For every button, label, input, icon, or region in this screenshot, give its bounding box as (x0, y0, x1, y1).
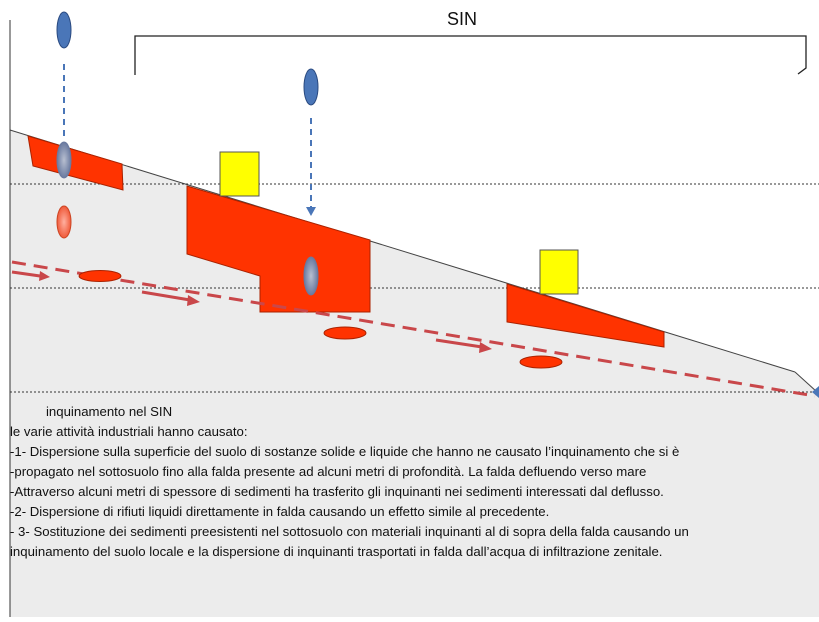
infiltrating-drop (56, 141, 72, 179)
caption-line: -1- Dispersione sulla superficie del suo… (10, 444, 680, 459)
building-2 (539, 249, 579, 295)
contaminant-plume (78, 270, 122, 282)
sin-label: SIN (447, 9, 478, 29)
caption-line: -2- Dispersione di rifiuti liquidi diret… (10, 504, 550, 519)
contaminant-zone-1 (27, 135, 124, 191)
groundwater-flow-arrow (435, 338, 492, 353)
contaminant-plume (519, 355, 563, 369)
rain-drop-icon (303, 68, 319, 106)
caption-line: inquinamento del suolo locale e la dispe… (10, 544, 663, 559)
contaminant-plume (323, 326, 367, 340)
caption-heading: inquinamento nel SIN (46, 404, 173, 419)
building-1 (219, 151, 260, 197)
arrow-head-icon (306, 207, 316, 216)
contaminant-zone-3 (506, 283, 665, 348)
water-table-line (11, 260, 816, 398)
caption-line: le varie attività industriali hanno caus… (10, 424, 248, 439)
sin-bracket (134, 35, 807, 75)
infiltrating-drop (303, 256, 319, 296)
contaminant-plume (56, 205, 72, 239)
shore-line (794, 371, 818, 393)
groundwater-flow-arrow (141, 290, 200, 306)
caption-line: -Attraverso alcuni metri di spessore di … (10, 484, 664, 499)
contaminant-zone-2 (186, 185, 371, 313)
sea-marker (812, 386, 819, 398)
caption-line: - 3- Sostituzione dei sedimenti preesist… (10, 524, 689, 539)
rain-drop-icon (56, 11, 72, 49)
groundwater-flow-arrow (11, 270, 50, 281)
caption-line: -propagato nel sottosuolo fino alla fald… (10, 464, 647, 479)
